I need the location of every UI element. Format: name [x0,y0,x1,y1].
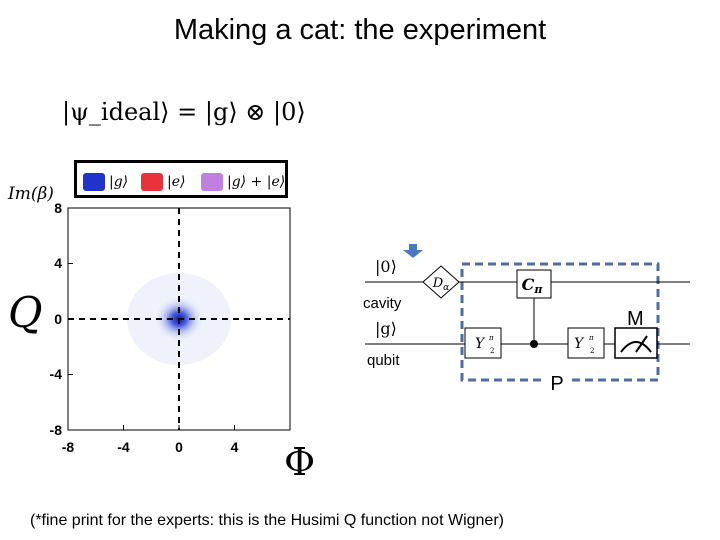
y-tick-label-8: 8 [54,200,62,216]
cavity-label: cavity [363,295,402,312]
rotation-gate-2: Y π 2 [567,327,605,359]
input-arrow-head [403,250,423,258]
legend-swatch-superposition [201,173,223,191]
rotation-gate-2-box [567,327,605,359]
conditional-gate-sub: π [533,283,543,296]
parity-label: P [550,373,563,390]
legend-item-e: |e⟩ [141,173,185,191]
displacement-gate-label: Dα [432,276,450,293]
rotation-gate-1-sub: 2 [490,347,494,355]
y-tick-label-4: 4 [54,255,62,271]
legend-swatch-g [83,173,105,191]
displacement-diamond [422,265,460,299]
parity-label-box [543,368,571,390]
y-axis-label: Im(β) [8,184,54,204]
y-tick-label-neg4: -4 [50,366,63,382]
x-tick-label-4: 4 [231,439,239,455]
rotation-gate-1: Y π 2 [464,327,502,359]
y-tick-label-neg8: -8 [50,422,63,438]
legend-label-superposition: |g⟩ + |e⟩ [227,174,286,190]
control-dot [530,340,538,348]
slide-title: Making a cat: the experiment [173,14,547,46]
legend-item-g: |g⟩ [83,173,128,191]
qubit-label: qubit [367,352,400,369]
ideal-state-equation: |ψ_ideal⟩ = |g⟩ ⊗ |0⟩ [62,98,306,126]
measurement-meter-icon [614,327,658,359]
phase-phi-label: Φ [284,440,316,484]
displacement-gate: Dα [422,265,460,299]
quantum-circuit: |0⟩ |g⟩ cavity qubit Dα Cπ Y π 2 Y π 2 M… [363,244,690,390]
rotation-gate-2-sup: π [588,334,594,342]
measurement-label: M [627,308,644,330]
quadrature-q-label: Q [8,288,43,337]
meter-needle [635,335,648,353]
qubit-initial-state: |g⟩ [375,319,397,338]
state-legend: |g⟩ |e⟩ |g⟩ + |e⟩ [74,160,288,198]
meter-dial [620,341,652,353]
legend-swatch-e [141,173,163,191]
input-arrow-icon [403,244,423,258]
rotation-gate-1-symbol: Y [475,336,486,352]
x-tick-label-0: 0 [175,439,183,455]
cavity-initial-state: |0⟩ [375,257,397,276]
displacement-gate-symbol: D [432,276,444,291]
rotation-gate-1-sup: π [488,334,494,342]
conditional-gate-symbol: C [522,275,535,294]
conditional-phase-gate: Cπ [516,269,552,299]
footnote: (*fine print for the experts: this is th… [30,512,504,529]
x-tick-label-neg8: -8 [62,439,75,455]
legend-item-superposition: |g⟩ + |e⟩ [201,173,285,191]
rotation-gate-1-box [464,327,502,359]
rotation-gate-2-symbol: Y [574,336,585,352]
rotation-gate-2-sub: 2 [590,347,594,355]
meter-box [614,327,658,359]
legend-label-g: |g⟩ [109,174,129,190]
legend-label-e: |e⟩ [167,174,186,190]
input-arrow-stem [409,244,417,250]
x-tick-label-neg4: -4 [117,439,130,455]
displacement-gate-sub: α [443,283,449,293]
y-tick-label-0: 0 [54,311,62,327]
husimi-q-plot: 8 4 0 -4 -8 -8 -4 0 4 [50,200,291,455]
conditional-gate-label: Cπ [522,275,544,296]
